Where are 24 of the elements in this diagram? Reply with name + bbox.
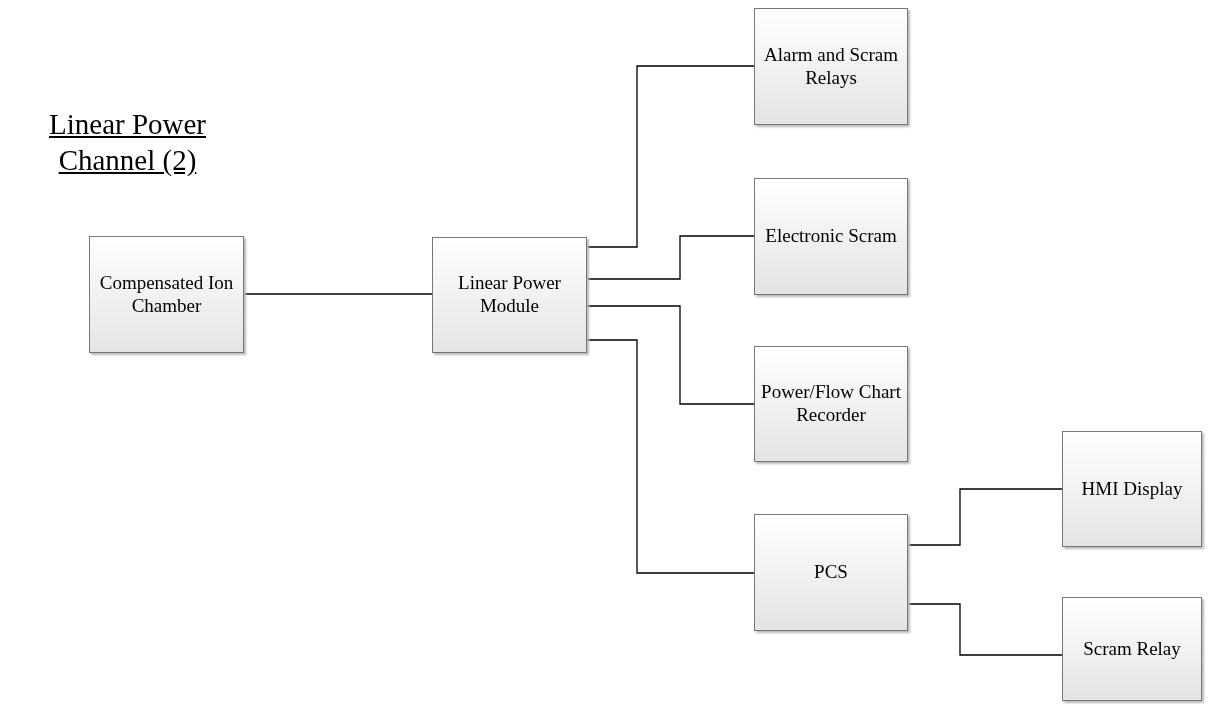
connector-line bbox=[586, 339, 755, 574]
connector-line bbox=[586, 65, 755, 248]
box-label: Scram Relay bbox=[1083, 637, 1181, 661]
box-label: Alarm and Scram Relays bbox=[763, 43, 899, 90]
box-label: Electronic Scram bbox=[765, 225, 897, 248]
process-box bbox=[754, 514, 908, 631]
connector-line bbox=[907, 488, 1063, 546]
box-label: Power/Flow Chart Recorder bbox=[760, 381, 902, 427]
process-box bbox=[1062, 597, 1202, 701]
process-box bbox=[754, 8, 908, 125]
process-box bbox=[432, 237, 587, 353]
connector-line bbox=[586, 305, 755, 405]
process-box bbox=[89, 236, 244, 353]
diagram-title: Linear Power Channel (2) bbox=[48, 107, 207, 179]
process-box bbox=[754, 346, 908, 462]
box-label: Linear Power Module bbox=[457, 272, 562, 318]
connector-line bbox=[243, 293, 433, 295]
box-label: PCS bbox=[814, 561, 848, 584]
box-label: HMI Display bbox=[1081, 477, 1183, 501]
process-box bbox=[754, 178, 908, 295]
process-box bbox=[1062, 431, 1202, 547]
box-label: Compensated Ion Chamber bbox=[98, 271, 235, 318]
connector-line bbox=[586, 235, 755, 280]
connector-line bbox=[907, 603, 1063, 656]
